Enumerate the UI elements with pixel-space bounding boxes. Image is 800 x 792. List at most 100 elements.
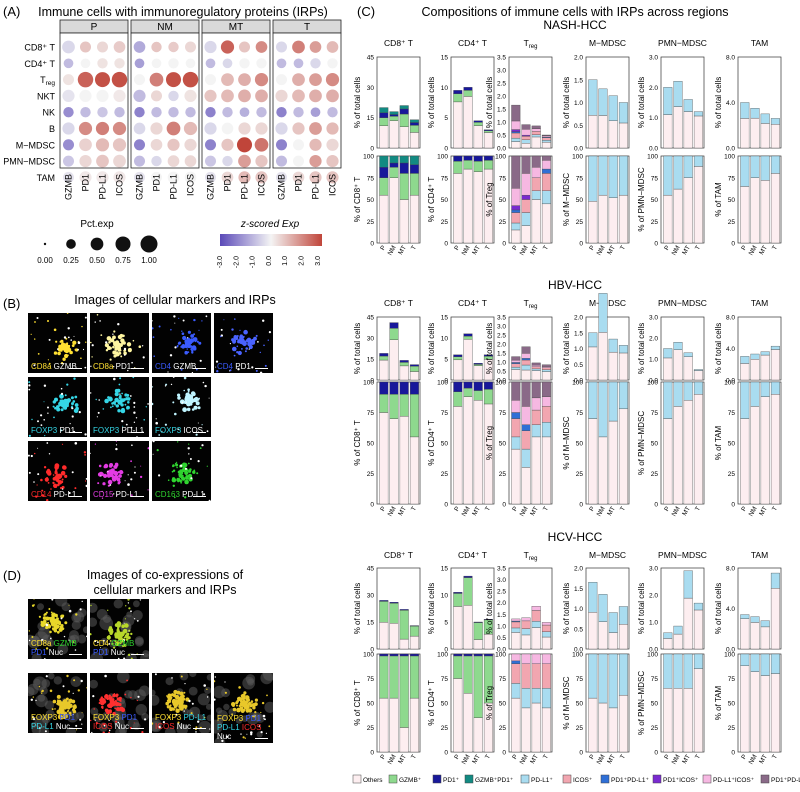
bar-top-T-PD1+ (483, 354, 493, 357)
y-tick-label: 0.5 (497, 635, 506, 642)
dot-NM-r0-c3 (184, 41, 197, 53)
dot-T-r3-c1 (292, 89, 305, 103)
bar-top-MT-Others (608, 120, 618, 149)
cell-type-label: TAM (751, 550, 768, 560)
bar-pct-MT-GZMB+ (473, 161, 483, 172)
y-tick-label: 100 (647, 154, 658, 161)
x-tick-label: P (588, 506, 596, 513)
dot-T-r7-c1 (292, 155, 305, 167)
micrograph-label: ICOS (239, 723, 262, 732)
y-tick-label: 75 (728, 175, 736, 182)
dot-MT-r1-c0 (205, 58, 216, 69)
bar-pct-T-PD1+ (483, 653, 493, 657)
x-tick-label: MT (681, 244, 692, 256)
x-tick-label: NM (387, 245, 398, 257)
dot-P-r2-c2 (94, 72, 111, 88)
y-tick-label: 1.0 (497, 120, 506, 127)
bar-pct-P-Others (740, 418, 750, 505)
x-tick-label: NM (671, 245, 682, 257)
bar-pct-MT-PD1+ (473, 381, 483, 391)
dot-P-r3-c2 (96, 89, 109, 102)
legend-label: GZMB⁺PD1⁺ (475, 777, 514, 784)
y-tick-label: 0 (731, 502, 735, 509)
bar-pct-MT-ICOS+ (531, 409, 541, 425)
bar-pct-T-ICOS+ (541, 406, 551, 423)
y-tick-label: 0 (370, 647, 374, 654)
bar-pct-P-PD1+ (379, 167, 389, 178)
bar-top-NM-Others (521, 369, 531, 381)
y-axis-title: % of total cells (485, 77, 494, 129)
bar-top-P-PD1+PD-L1+ (511, 362, 521, 364)
x-tick-label: P (588, 754, 596, 761)
micrograph-label: FOXP3 (93, 426, 120, 435)
y-tick-label: 0 (444, 502, 448, 509)
y-axis-title: % of CD4⁺ T (427, 177, 436, 223)
bar-pct-T-Others (770, 394, 780, 505)
bar-pct-P-PD-L1+ (511, 436, 521, 450)
bar-top-MT-ICOS+ (531, 610, 541, 622)
bar-top-NM-GZMB+ (463, 90, 473, 97)
bar-top-T-Others (693, 370, 703, 381)
color-legend-bar (220, 234, 322, 246)
bar-pct-T-GZMB+PD1+ (409, 155, 419, 165)
y-axis-title: % of total cells (427, 583, 436, 635)
y-tick-label: 75 (576, 676, 584, 683)
bar-top-MT-PD-L1+ICOS+ (531, 128, 541, 132)
bar-top-MT-Others (683, 356, 693, 381)
y-tick-label: 100 (495, 154, 506, 161)
bar-pct-T-Others (618, 408, 628, 505)
y-tick-label: 1.5 (574, 77, 583, 84)
bar-top-P-PD-L1+ICOS+ (511, 359, 521, 363)
color-legend-title: z-scored Exp (240, 219, 300, 230)
y-tick-label: 100 (724, 652, 735, 659)
y-tick-label: 75 (367, 676, 375, 683)
dot-NM-r3-c3 (184, 89, 197, 102)
dot-MT-r6-c2 (236, 137, 253, 153)
bar-pct-P-GZMB+PD1+ (379, 155, 389, 168)
bar-top-T-PD-L1+ (770, 572, 780, 589)
x-tick-label: NM (519, 754, 530, 766)
bar-top-P-Others (453, 101, 463, 149)
bar-top-P-PD-L1+ (588, 332, 598, 348)
bar-pct-P-Others (511, 229, 521, 244)
bar-top-T-ICOS+ (541, 137, 551, 141)
bar-pct-MT-Others (531, 436, 541, 505)
scale-bar (131, 495, 144, 497)
row-label: NK (42, 108, 55, 118)
bar-top-MT-PD1+ (399, 360, 409, 363)
x-tick-label: T (410, 505, 418, 512)
dot-MT-r8-c1 (221, 171, 234, 184)
bar-pct-NM-GZMB+ (389, 655, 399, 699)
bar-pct-MT-Others (760, 180, 770, 244)
y-tick-label: 100 (724, 154, 735, 161)
bar-top-P-PD-L1+ (740, 102, 750, 119)
x-tick-label: NM (461, 506, 472, 518)
cell-type-label: TAM (751, 38, 768, 48)
scale-bar (255, 367, 268, 369)
dot-NM-r6-c1 (150, 138, 163, 151)
y-tick-label: 25 (576, 471, 584, 478)
y-tick-label: 0 (370, 146, 374, 153)
y-tick-label: 50 (651, 441, 659, 448)
y-tick-label: 0 (654, 750, 658, 757)
bar-top-NM-GZMB+ (463, 577, 473, 606)
bar-top-NM-PD-L1+ (521, 139, 531, 144)
dot-P-r5-c3 (112, 121, 127, 136)
y-tick-label: 75 (576, 175, 584, 182)
bar-top-MT-PD-L1+ (683, 570, 693, 599)
dot-NM-r3-c2 (168, 90, 179, 102)
y-axis-title: % of total cells (427, 77, 436, 129)
bar-pct-P-GZMB+ (453, 161, 463, 174)
bar-pct-NM-Others (598, 194, 608, 244)
bar-pct-P-PD-L1+ (588, 381, 598, 419)
dot-T-r2-c1 (292, 73, 305, 86)
x-tick-label: MT (758, 244, 769, 256)
dot-T-r8-c0 (275, 171, 288, 183)
bar-top-MT-PD-L1+ (531, 368, 541, 371)
cell-type-label: M−MDSC (589, 298, 626, 308)
bar-top-T-PD-L1+ (541, 631, 551, 638)
bar-pct-NM-GZMB+ (463, 160, 473, 170)
bar-pct-T-PD-L1+ (541, 190, 551, 205)
y-tick-label: 5 (444, 115, 448, 122)
